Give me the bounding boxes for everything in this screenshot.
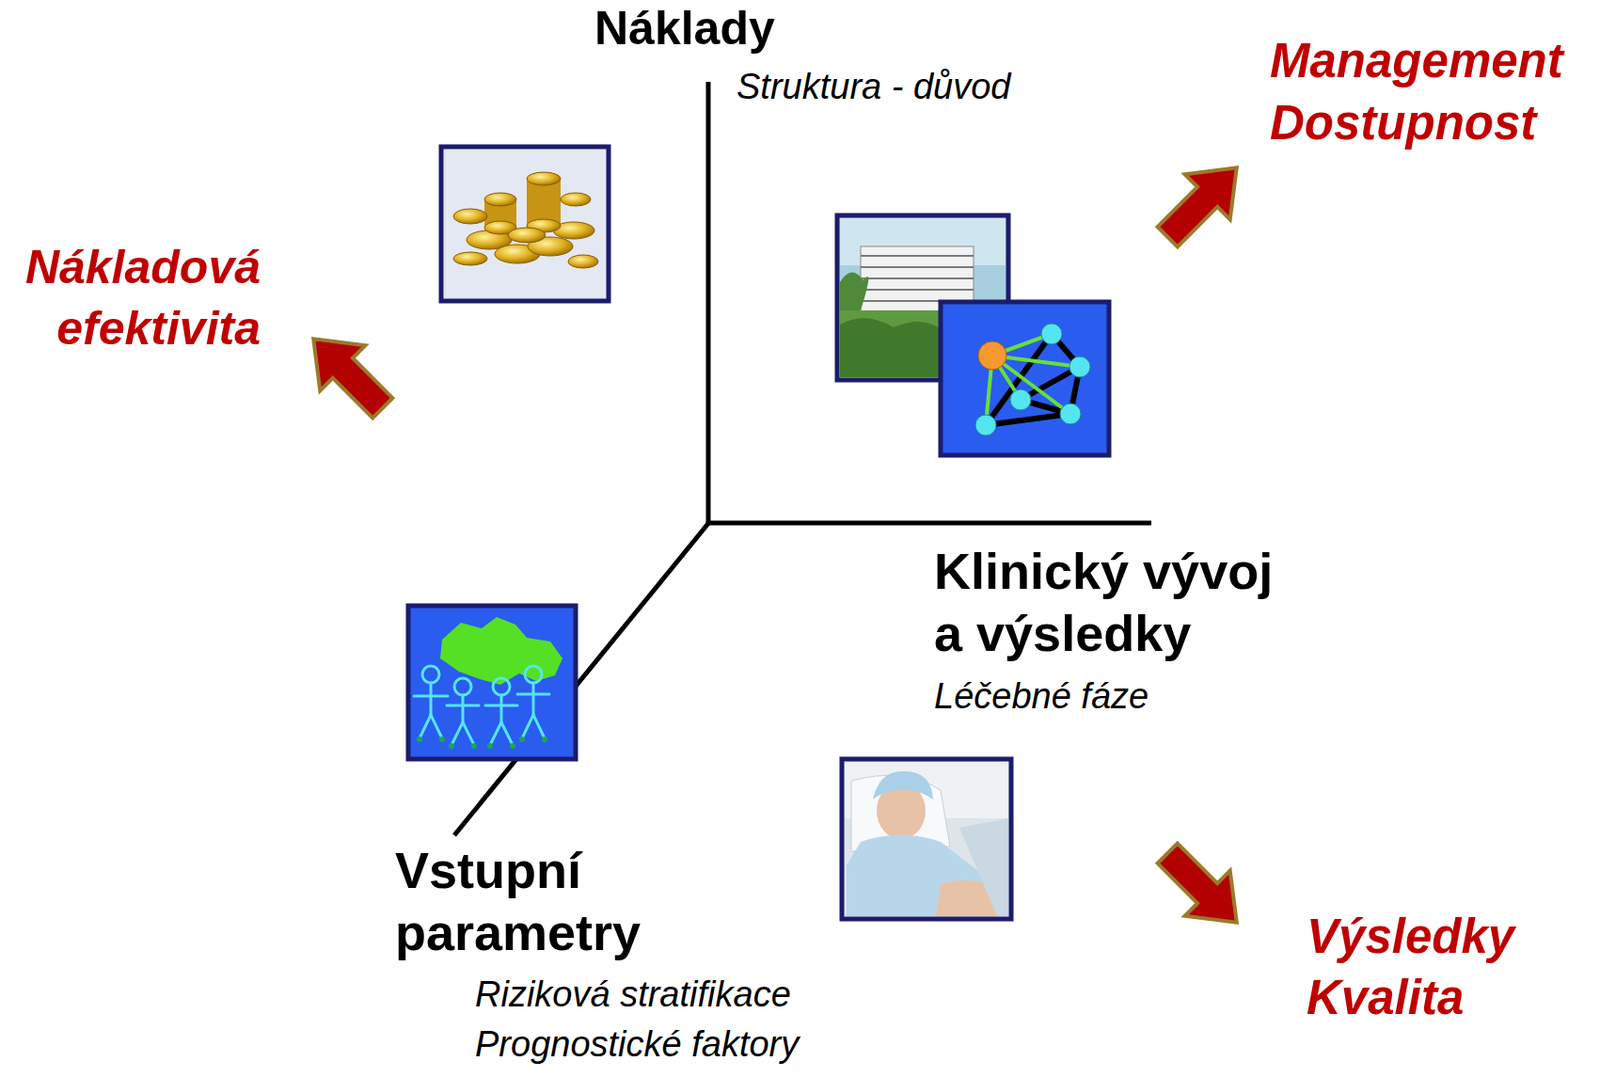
axis-title: Klinický vývoj a výsledky	[934, 540, 1303, 666]
outcome-label: Nákladová efektivita	[3, 237, 261, 360]
axis-title: Náklady	[594, 0, 776, 57]
outcome-label: Dostupnost	[1269, 94, 1537, 152]
outcome-label: Výsledky	[1306, 907, 1515, 966]
coins-picture	[441, 146, 609, 301]
axis-subtitle: Léčebné fáze	[934, 675, 1149, 719]
axis-title: Vstupní parametry	[395, 839, 678, 965]
axis-subtitle: Prognostické faktory	[475, 1023, 799, 1067]
axis-subtitle: Struktura - důvod	[736, 65, 1011, 110]
hospital-picture	[837, 215, 1009, 381]
network-picture	[940, 301, 1109, 456]
population-picture	[408, 605, 576, 760]
axis-subtitle: Riziková stratifikace	[475, 973, 792, 1017]
outcome-label: Kvalita	[1306, 968, 1464, 1027]
outcome-label: Management	[1269, 31, 1564, 90]
patient-picture	[841, 759, 1012, 919]
